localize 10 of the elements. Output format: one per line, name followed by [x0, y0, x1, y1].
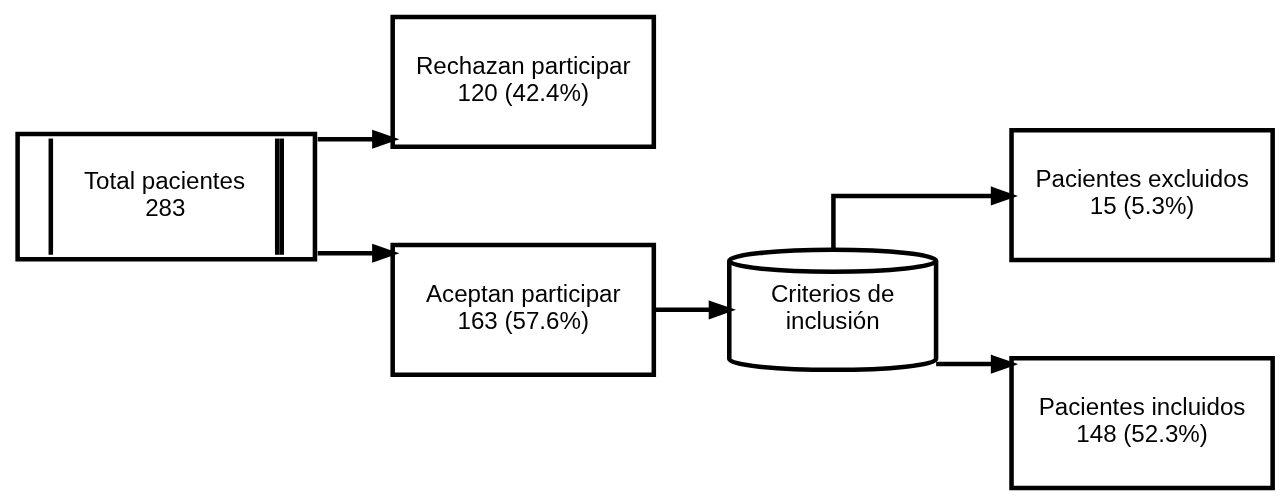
node-box: Pacientes incluidos 148 (52.3%)	[1009, 355, 1275, 490]
node-box: Aceptan participar 163 (57.6%)	[390, 242, 657, 377]
node-box: Rechazan participar 120 (42.4%)	[390, 14, 657, 149]
arrow	[654, 299, 736, 319]
node-box: Total pacientes 283	[15, 131, 318, 262]
arrow	[936, 354, 1019, 374]
arrow	[831, 185, 1019, 250]
arrow	[317, 129, 400, 149]
node-box: Pacientes excluidos 15 (5.3%)	[1009, 127, 1275, 262]
arrow	[317, 243, 400, 263]
